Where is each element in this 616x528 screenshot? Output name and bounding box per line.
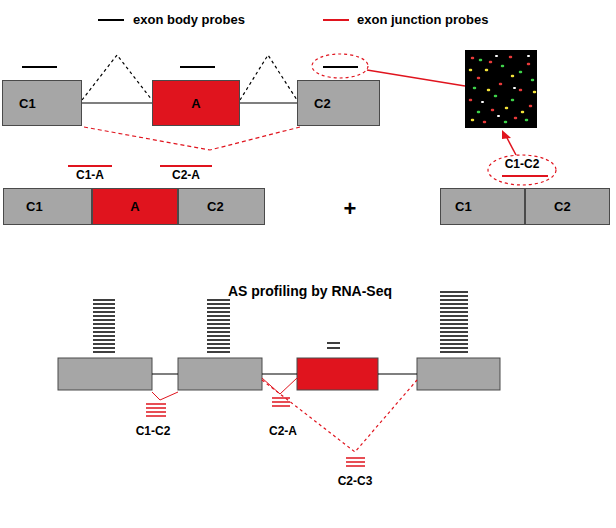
exon-box: C2 [178,188,265,225]
junction-label: C1-C2 [136,424,171,438]
leader-line [367,70,465,86]
intron-line [240,103,297,104]
exon-box: C1 [3,188,92,225]
exon-label: C2 [207,199,224,214]
exon-label: C1 [26,199,43,214]
intron-line [82,103,152,104]
array-spot [470,70,535,120]
read-stack [207,300,230,352]
junction-reads [146,404,166,416]
junction-probe [68,165,212,167]
junction-label: C2-C3 [338,474,373,488]
read-stack [440,292,468,352]
product-lines [84,127,300,150]
exon-label: A [130,199,139,214]
skip-link [262,380,417,452]
alt-exon-box: A [152,80,240,126]
exon-label: C2 [314,96,331,111]
exon-box: C2 [525,188,610,225]
read-stack [327,343,340,348]
exon [178,358,262,390]
junction-label: C2-A [172,168,200,182]
arrow-head [502,130,511,139]
junction-label: C2-A [269,424,297,438]
junction-label: C1-A [76,168,104,182]
legend-text: exon body probes [133,12,245,27]
read-stack [93,300,115,352]
legend-text: exon junction probes [357,12,488,27]
junction-link [152,392,178,400]
legend-sample [98,19,124,21]
exon [417,358,500,390]
exon-label: A [191,96,200,111]
probe-highlight [312,54,368,78]
exon-label: C1 [19,96,36,111]
junction-link [262,378,297,394]
exon-box: C1 [440,188,525,225]
array-spot [474,60,533,122]
plus-sign: + [344,196,357,222]
section-heading: AS profiling by RNA-Seq [228,283,392,299]
probe-highlight [488,155,556,185]
array-image [465,50,537,128]
exon-label: C2 [554,199,571,214]
exon [58,358,152,390]
intron-line [240,102,297,103]
junction-reads [346,458,365,466]
intron [152,373,417,374]
array-spot [482,56,529,116]
junction-label: C1-C2 [505,157,540,171]
exon-box: C2 [297,80,380,126]
junction-probe [502,175,548,177]
exon-label: C1 [455,199,472,214]
legend-sample [323,19,349,21]
alt-exon [297,358,378,390]
body-probe [22,66,358,68]
intron-line [82,102,152,103]
exon-box: C1 [2,80,82,126]
arrow-line [506,136,516,155]
alt-exon-box: A [92,188,178,225]
